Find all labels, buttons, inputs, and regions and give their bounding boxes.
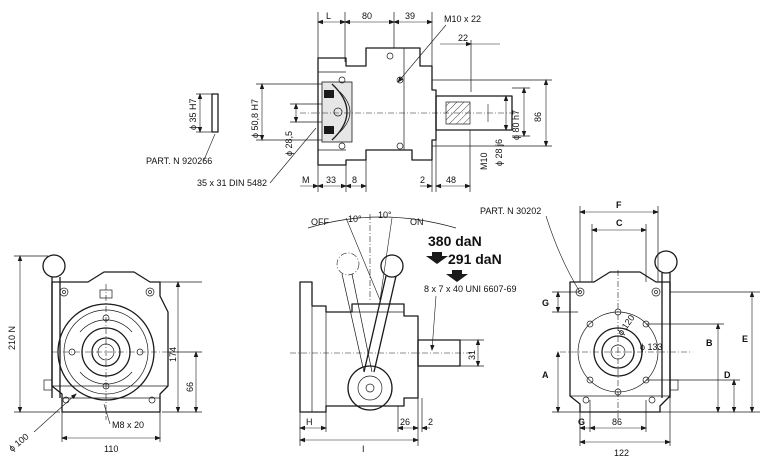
dim-2-label: 2: [420, 175, 425, 185]
part-920266-label: PART. N 920266: [146, 156, 212, 166]
angle-right-label: 10°: [378, 210, 392, 220]
dim-22: 22: [440, 33, 500, 92]
dia-50-label: ϕ 50,8 H7: [250, 99, 260, 138]
dim-66-label: 66: [185, 382, 195, 392]
angle-left-label: 10°: [348, 214, 362, 224]
top-view-section: L 80 39 M10 x 22 22: [146, 11, 552, 192]
top-dimension-chain: L 80 39 M10 x 22: [317, 11, 481, 83]
dim-a-label: A: [542, 370, 549, 380]
dim-31-label: 31: [467, 350, 477, 360]
rear-lever-ball: [654, 250, 678, 274]
dim-33-label: 33: [326, 175, 336, 185]
dim-g-bottom-label: G: [578, 417, 585, 427]
m10-label: M10: [479, 152, 489, 170]
thread-m10x22-label: M10 x 22: [444, 14, 481, 24]
output-shaft: [300, 95, 520, 131]
bottom-dimension-chain: M 33 8 2 48: [300, 130, 471, 192]
dim-80-label: 80: [362, 11, 372, 21]
dia-35-label: ϕ 35 H7: [188, 98, 198, 130]
lever-ball: [42, 254, 66, 278]
dia-28-5-label: ϕ 28,5: [284, 131, 294, 156]
dim-48-label: 48: [446, 175, 456, 185]
dia-28-label: ϕ 28 j6: [494, 139, 504, 166]
dia-80-label: ϕ 80 h7: [511, 110, 521, 140]
dim-110-label: 110: [104, 444, 118, 454]
dim-i-label: I: [362, 444, 365, 454]
side-view: OFF ON 10° 10° 380 daN 291 daN 8 x 7 x 4…: [290, 210, 517, 454]
off-label: OFF: [311, 217, 329, 227]
front-view: 210 N 174 66 M8 x 20 ϕ 100 110: [7, 254, 202, 454]
force-arrow-2: [446, 270, 468, 282]
part-30202-label: PART. N 30202: [480, 206, 541, 216]
dia-100-label: ϕ 100: [7, 431, 31, 453]
left-diameters: ϕ 50,8 H7 ϕ 28,5: [250, 83, 322, 156]
force-291-label: 291 daN: [448, 251, 502, 267]
dim-b-label: B: [706, 338, 713, 348]
bolt-m8x20-label: M8 x 20: [112, 420, 144, 430]
dim-39-label: 39: [405, 11, 415, 21]
dim-174-label: 174: [168, 347, 178, 362]
spacer-ring-part: ϕ 35 H7 PART. N 920266: [146, 93, 219, 166]
dim-210-label: 210 N: [7, 326, 17, 350]
dim-2-side-label: 2: [428, 417, 433, 427]
on-label: ON: [410, 217, 424, 227]
dim-l-label: L: [326, 11, 331, 21]
dim-h-label: H: [306, 417, 313, 427]
dim-g-top-label: G: [542, 298, 549, 308]
rear-view: F C PART. N 30202 ϕ 120 ϕ 133: [480, 200, 760, 458]
dim-8-label: 8: [352, 175, 357, 185]
dim-e-label: E: [742, 334, 748, 344]
dim-m-label: M: [302, 175, 310, 185]
dia-133-label: ϕ 133: [640, 342, 663, 352]
dim-f-label: F: [616, 200, 622, 210]
dim-86-label: 86: [533, 112, 543, 122]
key-label: 8 x 7 x 40 UNI 6607-69: [424, 284, 517, 294]
dim-d-label: D: [724, 370, 731, 380]
dim-c-label: C: [616, 218, 623, 228]
force-arrow-1: [426, 252, 448, 264]
dim-22-label: 22: [458, 33, 468, 43]
dim-86-rear-label: 86: [612, 417, 622, 427]
spline-label: 35 x 31 DIN 5482: [197, 178, 267, 188]
right-diameters: 86 ϕ 80 h7 ϕ 28 j6 M10: [432, 79, 552, 170]
front-housing: [51, 271, 169, 413]
side-housing: [299, 281, 419, 413]
dim-122-label: 122: [614, 448, 629, 458]
dim-26-label: 26: [400, 417, 410, 427]
force-380-label: 380 daN: [428, 233, 482, 249]
side-lever-ball: [380, 254, 404, 278]
